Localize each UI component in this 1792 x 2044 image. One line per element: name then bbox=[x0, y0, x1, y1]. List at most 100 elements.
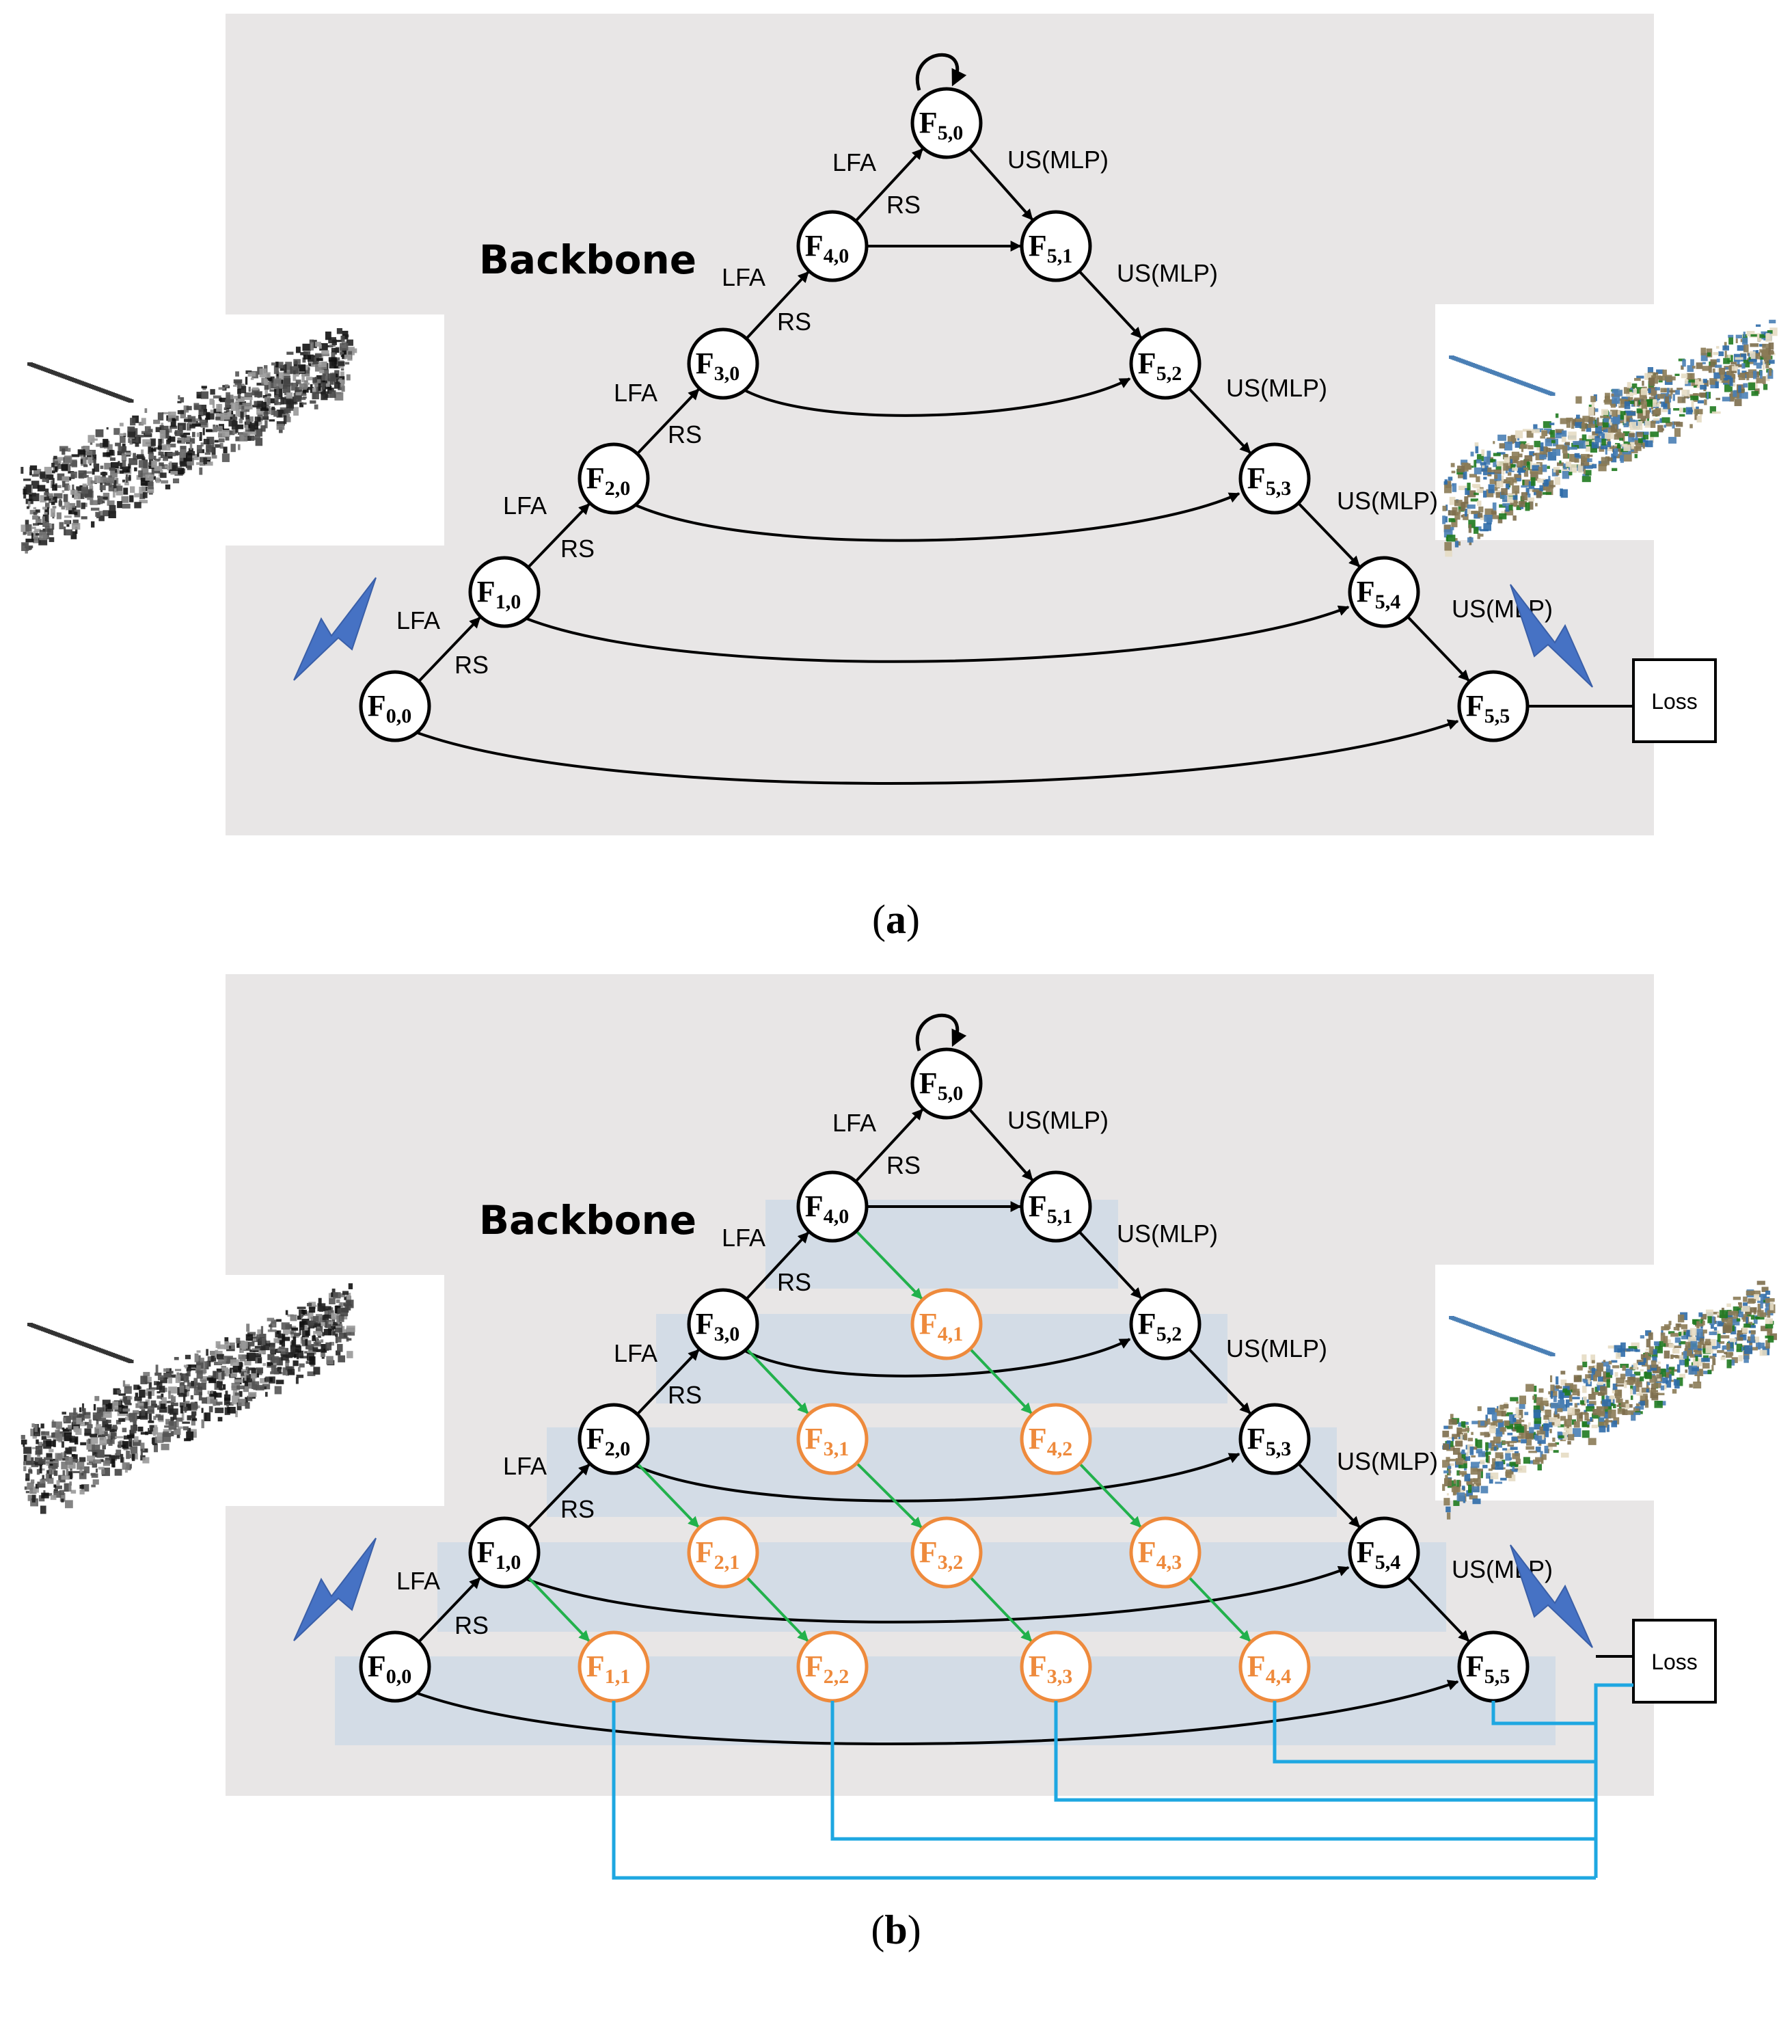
point-cloud-point bbox=[1588, 1438, 1597, 1445]
point-cloud-point bbox=[1614, 448, 1618, 457]
point-cloud-point bbox=[1760, 1294, 1764, 1304]
point-cloud-point bbox=[42, 507, 47, 510]
point-cloud-point bbox=[248, 1392, 257, 1397]
dense-skip-arrow bbox=[856, 1462, 923, 1529]
point-cloud-point bbox=[1583, 1379, 1588, 1384]
point-cloud-point bbox=[1490, 459, 1493, 463]
point-cloud-point bbox=[1446, 1512, 1451, 1520]
point-cloud-point bbox=[1741, 1346, 1744, 1352]
point-cloud-point bbox=[1532, 1395, 1535, 1400]
point-cloud-point bbox=[308, 367, 310, 371]
point-cloud-point bbox=[1448, 1464, 1452, 1469]
point-cloud-point bbox=[180, 1373, 187, 1379]
point-cloud-point bbox=[71, 1422, 80, 1430]
point-cloud-point bbox=[1664, 425, 1666, 428]
point-cloud-point bbox=[1474, 467, 1482, 474]
point-cloud-point bbox=[244, 1373, 247, 1381]
point-cloud-point bbox=[1521, 492, 1528, 501]
point-cloud-point bbox=[243, 1386, 249, 1393]
point-cloud-point bbox=[252, 387, 259, 390]
point-cloud-point bbox=[1689, 1354, 1696, 1358]
point-cloud-point bbox=[239, 433, 248, 442]
decoder-arrow bbox=[1407, 615, 1470, 682]
point-cloud-point bbox=[1452, 1437, 1454, 1442]
point-cloud-point bbox=[321, 350, 329, 355]
point-cloud-point bbox=[333, 1292, 341, 1299]
point-cloud-point bbox=[1755, 324, 1761, 327]
point-cloud-point bbox=[1467, 490, 1476, 498]
point-cloud-point bbox=[1579, 1412, 1583, 1419]
point-cloud-point bbox=[135, 437, 139, 443]
point-cloud-point bbox=[1590, 396, 1597, 403]
point-cloud-point bbox=[211, 1390, 213, 1394]
point-cloud-point bbox=[318, 1297, 322, 1306]
point-cloud-point bbox=[1512, 467, 1518, 471]
point-cloud-point bbox=[70, 1468, 72, 1471]
point-cloud-point bbox=[271, 407, 276, 416]
point-cloud-point bbox=[1446, 1445, 1455, 1451]
point-cloud-point bbox=[286, 1371, 289, 1376]
point-cloud-point bbox=[1510, 463, 1516, 469]
point-cloud-point bbox=[257, 1358, 262, 1363]
point-cloud-point bbox=[210, 1390, 217, 1400]
point-cloud-point bbox=[265, 394, 271, 396]
point-cloud-point bbox=[1550, 429, 1556, 438]
point-cloud-point bbox=[252, 1348, 260, 1351]
point-cloud-point bbox=[1646, 409, 1651, 414]
point-cloud-point bbox=[148, 452, 154, 460]
point-cloud-point bbox=[130, 1446, 138, 1454]
point-cloud-point bbox=[321, 353, 330, 357]
point-cloud-point bbox=[100, 466, 104, 470]
point-cloud-point bbox=[1495, 1427, 1503, 1437]
point-cloud-point bbox=[267, 1317, 275, 1321]
point-cloud-point bbox=[1513, 1468, 1523, 1470]
point-cloud-point bbox=[287, 1369, 295, 1375]
point-cloud-point bbox=[163, 1387, 167, 1393]
point-cloud-point bbox=[25, 524, 32, 532]
label-rs: RS bbox=[777, 1268, 811, 1296]
point-cloud-point bbox=[194, 1353, 199, 1362]
point-cloud-point bbox=[1664, 1350, 1670, 1359]
point-cloud-point bbox=[1601, 427, 1605, 430]
point-cloud-point bbox=[152, 1427, 157, 1436]
point-cloud-point bbox=[168, 1390, 171, 1399]
point-cloud-point bbox=[284, 409, 291, 414]
point-cloud-point bbox=[1685, 1358, 1689, 1367]
point-cloud-point bbox=[219, 397, 227, 403]
point-cloud-point bbox=[30, 1500, 37, 1507]
point-cloud-point bbox=[339, 1302, 343, 1308]
point-cloud-point bbox=[1491, 1464, 1495, 1470]
point-cloud-point bbox=[1444, 484, 1452, 494]
point-cloud-point bbox=[213, 1371, 216, 1379]
point-cloud-point bbox=[136, 454, 144, 459]
point-cloud-point bbox=[1742, 1326, 1748, 1333]
point-cloud-point bbox=[245, 414, 250, 420]
point-cloud-point bbox=[57, 473, 65, 481]
point-cloud-point bbox=[1646, 1381, 1649, 1390]
node-circle bbox=[1238, 1403, 1311, 1475]
point-cloud-point bbox=[1512, 495, 1518, 500]
point-cloud-point bbox=[1587, 455, 1593, 457]
node-f55: F5,5 bbox=[1457, 1630, 1530, 1703]
point-cloud-point bbox=[169, 461, 172, 470]
point-cloud-point bbox=[94, 475, 100, 483]
point-cloud-point bbox=[245, 1397, 248, 1403]
point-cloud-point bbox=[1496, 1410, 1504, 1416]
point-cloud-point bbox=[1458, 1463, 1467, 1468]
point-cloud-point bbox=[80, 459, 83, 464]
point-cloud-point bbox=[1443, 1425, 1450, 1429]
point-cloud-point bbox=[1488, 1468, 1493, 1471]
point-cloud-point bbox=[338, 1332, 348, 1339]
point-cloud-point bbox=[1535, 502, 1538, 507]
point-cloud-point bbox=[1640, 1369, 1644, 1372]
node-f21: F2,1 bbox=[687, 1516, 759, 1589]
point-cloud-point bbox=[244, 392, 253, 397]
point-cloud-point bbox=[271, 1319, 277, 1328]
point-cloud-point bbox=[1616, 1377, 1625, 1384]
point-cloud-point bbox=[233, 396, 242, 399]
point-cloud-point bbox=[1453, 1500, 1460, 1506]
point-cloud-point bbox=[282, 1334, 286, 1341]
point-cloud-point bbox=[1467, 483, 1471, 491]
point-cloud-point bbox=[1538, 466, 1543, 475]
point-cloud-point bbox=[218, 1381, 223, 1390]
